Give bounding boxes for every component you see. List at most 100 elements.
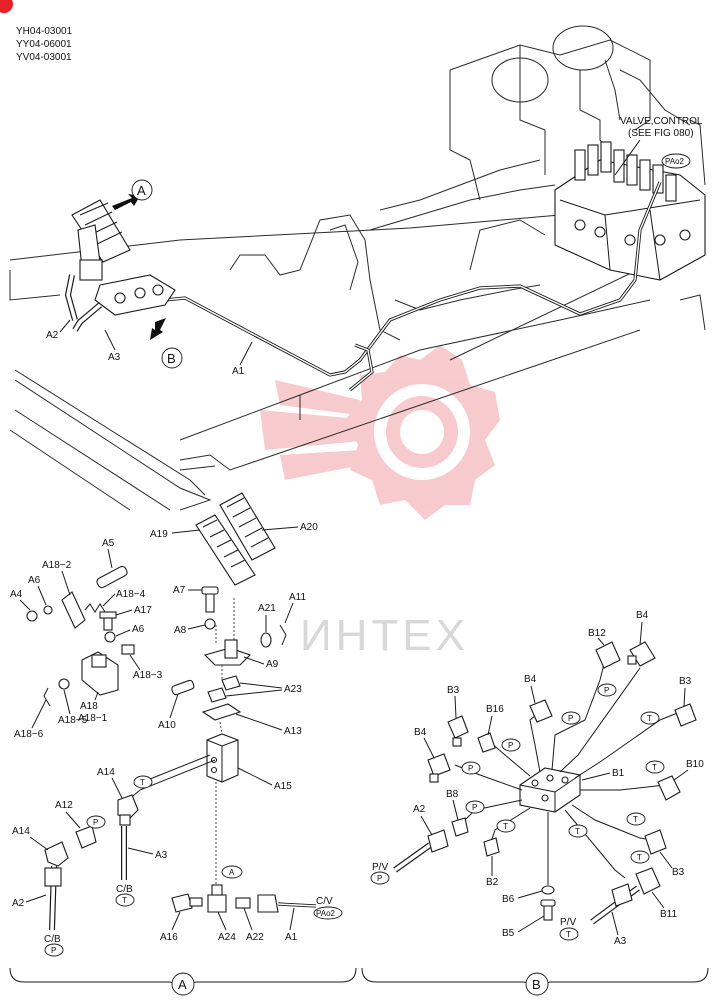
label-a8: A8 [174, 625, 187, 636]
view-b-bubble: B [167, 351, 176, 366]
label-a23: A23 [284, 684, 302, 695]
label-b4-top: B4 [636, 610, 649, 621]
port-t-b3: T [647, 714, 652, 723]
port-p-b8: P [472, 803, 477, 812]
corner-badge [0, 0, 13, 13]
label-b4-mid: B4 [524, 674, 537, 685]
label-a3-view-b: A3 [614, 936, 627, 947]
footer-view-b: B [532, 977, 541, 992]
label-b4-left: B4 [414, 727, 427, 738]
label-pv: P/V [372, 862, 388, 873]
valve-control-ref: (SEE FIG 080) [628, 128, 694, 139]
label-a2-view-a: A2 [12, 898, 25, 909]
label-b8: B8 [446, 789, 459, 800]
label-b3-right: B3 [679, 676, 692, 687]
label-a18-6: A18−6 [14, 729, 44, 740]
view-a-pedals: A19 A20 [150, 492, 318, 586]
port-t-pv2: T [566, 930, 571, 939]
valve-control-callout: VALVE,CONTROL (SEE FIG 080) PAo2 [614, 116, 703, 176]
watermark-text: ИНТЕХ [300, 611, 469, 660]
label-a14-top: A14 [97, 767, 115, 778]
label-a2-view-b: A2 [413, 804, 426, 815]
label-b6: B6 [502, 894, 515, 905]
view-a-bracket-parts: A5 A18−2 A4 A6 A18−4 A17 A6 A18−3 A18 A1… [10, 538, 163, 740]
label-b2: B2 [486, 877, 499, 888]
port-t-b2: T [503, 822, 508, 831]
port-t-mid: T [575, 827, 580, 836]
label-a14-left: A14 [12, 826, 30, 837]
label-a11: A11 [289, 592, 306, 603]
label-b3-top: B3 [447, 685, 460, 696]
port-t-b11: T [637, 853, 642, 862]
port-p-b4: P [568, 714, 573, 723]
label-cb-top: C/B [116, 884, 133, 895]
pedal-valve-assembly [64, 199, 176, 332]
port-t-view-a-2: T [122, 896, 127, 905]
serial-numbers: YH04-03001 YY04-06001 YV04-03001 [16, 26, 73, 63]
label-a16: A16 [160, 932, 178, 943]
label-a19: A19 [150, 529, 168, 540]
watermark-logo [260, 345, 500, 520]
label-a1-upper: A1 [232, 366, 245, 377]
serial-line-2: YY04-06001 [16, 39, 72, 50]
view-a-indicator: A [112, 179, 153, 210]
footer-view-a: A [178, 977, 187, 992]
port-pao2-view-a: PAo2 [316, 909, 336, 918]
port-p-view-a-2: P [51, 946, 56, 955]
label-a21: A21 [258, 603, 276, 614]
label-a1-view-a: A1 [285, 932, 298, 943]
view-a-bubble: A [137, 183, 146, 198]
port-p-view-a-1: P [93, 818, 98, 827]
label-a18-2: A18−2 [42, 560, 72, 571]
label-a18-5: A18−5 [58, 715, 88, 726]
view-a-fittings: T A14 A12 P A14 A3 C/B T A2 C/B P [12, 754, 343, 957]
pao2-port-top: PAo2 [665, 157, 685, 166]
port-t-b3-low: T [633, 815, 638, 824]
label-a12: A12 [55, 800, 73, 811]
label-a3-upper: A3 [108, 352, 121, 363]
port-p-b4-left: P [468, 764, 473, 773]
label-a9: A9 [266, 659, 279, 670]
label-pv-2: P/V [560, 917, 576, 928]
label-cv: C/V [316, 896, 333, 907]
label-a5: A5 [102, 538, 115, 549]
view-b-indicator: B [150, 318, 183, 369]
label-a6-top: A6 [28, 575, 41, 586]
machine-frame [9, 25, 706, 511]
port-t-b10: T [652, 763, 657, 772]
footer-brackets: A B [9, 967, 709, 996]
control-valve [554, 141, 706, 281]
label-a18: A18 [80, 701, 98, 712]
label-a13: A13 [284, 726, 302, 737]
label-a15: A15 [274, 781, 292, 792]
label-a17: A17 [134, 605, 152, 616]
valve-control-label: VALVE,CONTROL [620, 116, 703, 127]
label-a7: A7 [173, 585, 186, 596]
port-p-pv: P [377, 874, 382, 883]
label-b16: B16 [486, 704, 504, 715]
label-a2-upper: A2 [46, 330, 59, 341]
label-b11: B11 [660, 909, 677, 920]
label-a3-view-a: A3 [155, 850, 168, 861]
label-b12: B12 [588, 628, 606, 639]
label-a20: A20 [300, 522, 318, 533]
port-p-b12: P [604, 686, 609, 695]
label-a18-3: A18−3 [133, 670, 163, 681]
label-a18-1: A18−1 [78, 713, 108, 724]
label-b1: B1 [612, 768, 625, 779]
label-a18-4: A18−4 [116, 589, 146, 600]
label-cb-bottom: C/B [44, 934, 61, 945]
view-b-manifold: B1 [454, 659, 681, 885]
label-a24: A24 [218, 932, 236, 943]
label-a4: A4 [10, 589, 23, 600]
label-a22: A22 [246, 932, 264, 943]
label-b5: B5 [502, 928, 515, 939]
label-b10: B10 [686, 759, 704, 770]
view-b-fittings: B12 P B4 B3 B4 P B3 T B16 P B4 [370, 610, 704, 947]
label-a10: A10 [158, 720, 176, 731]
upper-part-labels: A2 A3 A1 [46, 319, 253, 377]
pipe-a1 [164, 181, 662, 392]
port-p-b16: P [508, 741, 513, 750]
view-a-pivot-parts: A7 A8 A9 A21 A11 A10 A23 A13 [158, 585, 306, 900]
